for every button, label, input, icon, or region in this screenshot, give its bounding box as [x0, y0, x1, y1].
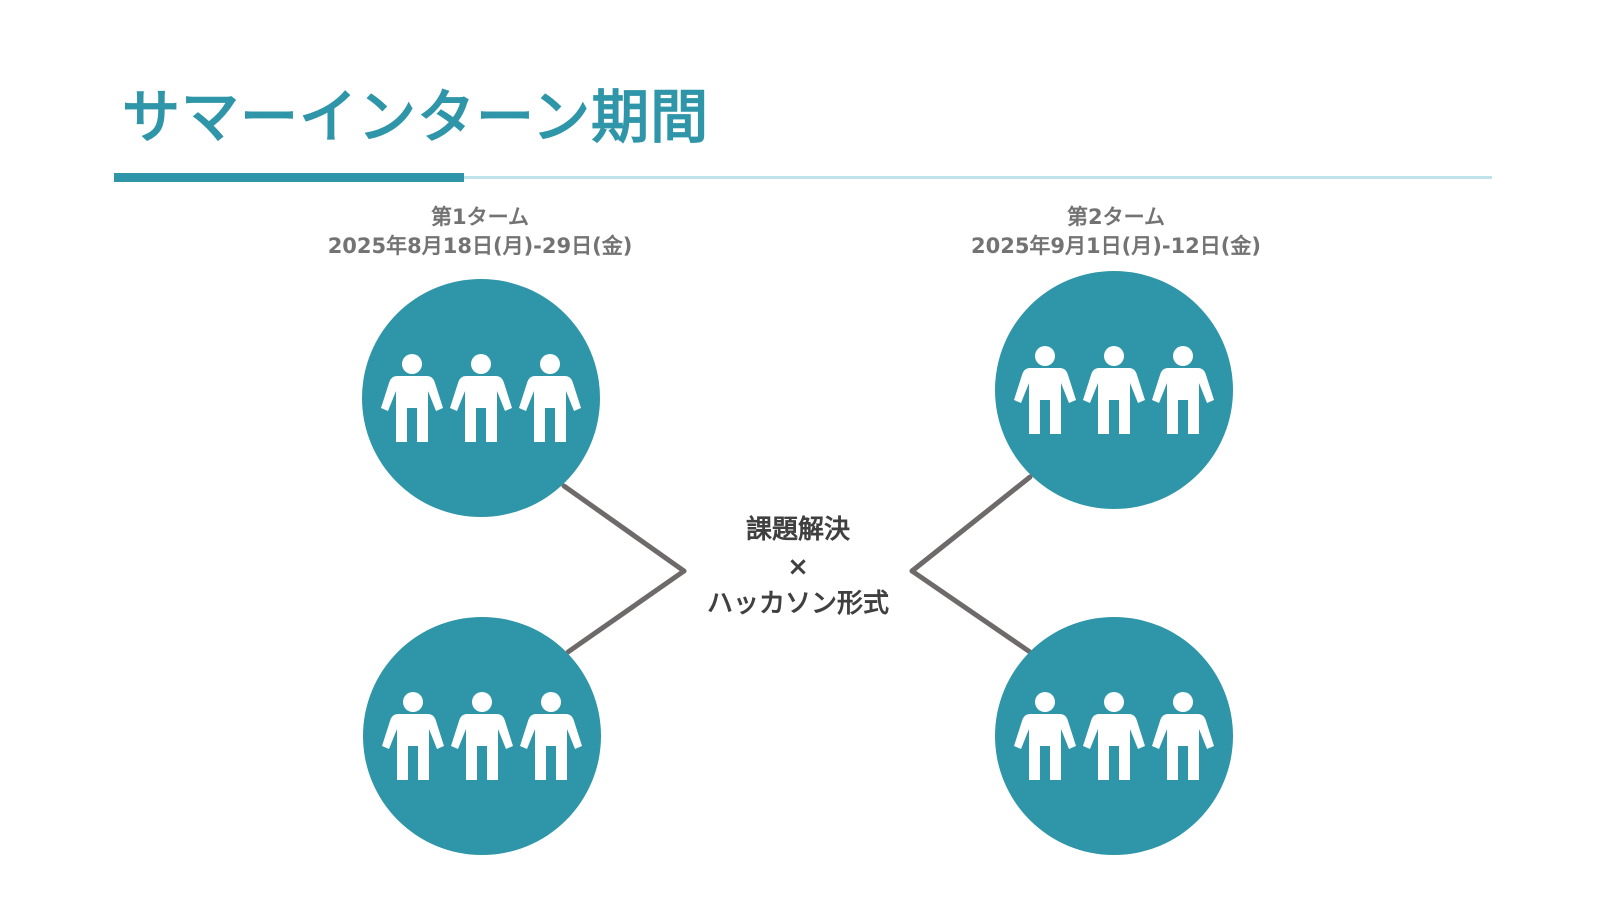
term-1-name: 第1ターム [431, 205, 529, 229]
connector-line [565, 568, 687, 655]
team-group-2 [363, 617, 601, 855]
term-2-dates: 2025年9月1日(月)-12日(金) [970, 234, 1261, 258]
term-1-dates: 2025年8月18日(月)-29日(金) [327, 234, 633, 258]
term-2-label: 第2ターム 2025年9月1日(月)-12日(金) [916, 203, 1316, 261]
connector-line [909, 568, 1033, 655]
title-underline-accent [114, 173, 464, 182]
center-label-line-3: ハッカソン形式 [706, 589, 889, 619]
connector-lines [561, 474, 1033, 655]
center-label-line-2: × [787, 552, 809, 582]
team-group-3 [995, 271, 1233, 509]
term-2-name: 第2ターム [1067, 205, 1165, 229]
title-underline [114, 176, 1492, 179]
term-1-label: 第1ターム 2025年8月18日(月)-29日(金) [280, 203, 680, 261]
center-label-line-1: 課題解決 [745, 515, 850, 545]
team-group-4 [995, 617, 1233, 855]
page-title: サマーインターン期間 [122, 83, 710, 151]
connector-line [561, 483, 687, 574]
connector-line [909, 474, 1033, 574]
center-label: 課題解決 × ハッカソン形式 [648, 512, 948, 623]
team-group-1 [362, 279, 600, 517]
